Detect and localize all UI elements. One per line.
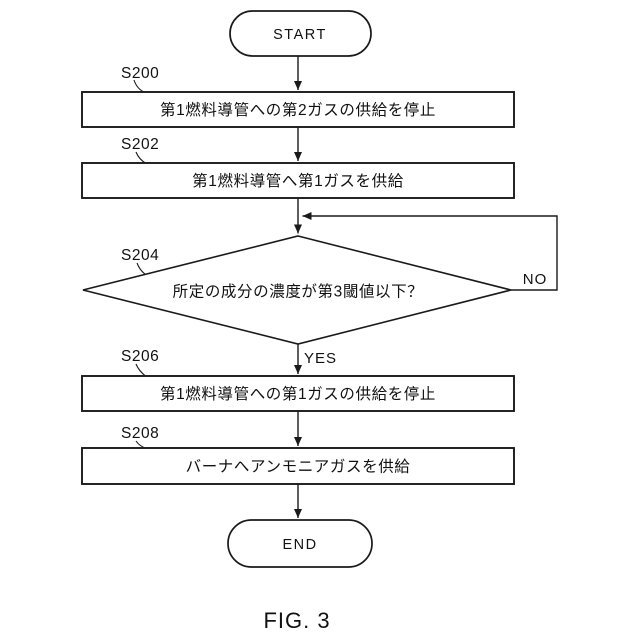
- process-box-s202: [81, 162, 515, 199]
- process-box-s200: [81, 91, 515, 128]
- process-box-s208: [81, 447, 515, 485]
- step-s200: S200 第1燃料導管への第2ガスの供給を停止: [81, 65, 515, 128]
- process-text-s200: 第1燃料導管への第2ガスの供給を停止: [160, 101, 436, 119]
- decision-text-s204: 所定の成分の濃度が第3閾値以下？: [173, 283, 424, 301]
- step-s206: S206 第1燃料導管への第1ガスの供給を停止: [81, 348, 515, 412]
- start-terminal-shape: [229, 10, 372, 57]
- process-text-s208: バーナへアンモニアガスを供給: [186, 458, 411, 476]
- label-leader-s206: [135, 363, 147, 377]
- figure-caption: FIG. 3: [263, 608, 330, 633]
- step-id-label-s200: S200: [121, 65, 159, 82]
- start-terminal: START: [229, 10, 372, 57]
- end-terminal-shape: [227, 519, 373, 568]
- step-id-label-s202: S202: [121, 136, 159, 153]
- start-terminal-label: START: [273, 27, 327, 43]
- step-id-label-s206: S206: [121, 348, 159, 365]
- end-terminal-label: END: [282, 537, 317, 553]
- label-leader-s202: [135, 151, 147, 164]
- edge-no-loop-arrow: [302, 212, 558, 291]
- step-s208: S208 バーナへアンモニアガスを供給: [81, 425, 515, 485]
- step-s202: S202 第1燃料導管へ第1ガスを供給: [81, 136, 515, 199]
- process-text-s202: 第1燃料導管へ第1ガスを供給: [192, 172, 404, 190]
- label-leader-s204: [136, 262, 147, 276]
- branch-label-no: NO: [523, 271, 548, 288]
- step-id-label-s208: S208: [121, 425, 159, 442]
- process-text-s206: 第1燃料導管への第1ガスの供給を停止: [160, 385, 436, 403]
- step-id-label-s204: S204: [121, 247, 159, 264]
- branch-label-yes: YES: [304, 350, 337, 367]
- step-s204: S204 所定の成分の濃度が第3閾値以下？: [82, 235, 512, 345]
- end-terminal: END: [227, 519, 373, 568]
- process-box-s206: [81, 375, 515, 412]
